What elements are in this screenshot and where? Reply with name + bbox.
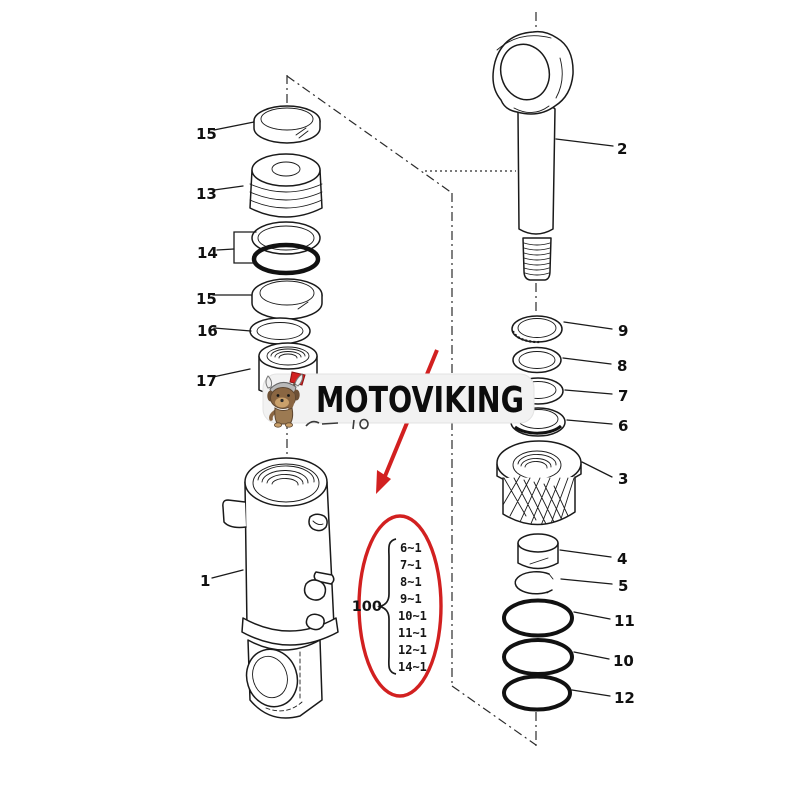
part-piston — [249, 153, 323, 218]
kit-brace — [377, 538, 397, 675]
part-ring-8 — [512, 346, 562, 374]
diagonal-guide-line — [286, 75, 453, 194]
callout-label-9: 9 — [618, 322, 628, 340]
callout-leader-lines — [211, 121, 614, 697]
flange-band — [241, 617, 339, 646]
watermark-brand-text: MOTOVIKING — [316, 380, 524, 421]
callout-label-7: 7 — [618, 387, 628, 405]
callout-label-13: 13 — [196, 185, 217, 203]
right-parts-stack — [492, 30, 582, 712]
kit-item: 7~1 — [400, 558, 422, 572]
part-gland-nut — [496, 440, 582, 526]
port-boss-3 — [305, 613, 325, 631]
port-boss-1 — [308, 513, 328, 532]
part-oring-12 — [502, 674, 572, 712]
callout-labels: 15 13 14 15 16 17 1 2 9 8 7 6 3 4 5 11 1… — [196, 125, 635, 707]
kit-item: 8~1 — [400, 575, 422, 589]
kit-items-list: 6~1 7~1 8~1 9~1 10~1 11~1 12~1 14~1 — [398, 541, 427, 674]
part-wiper-ring-top — [253, 105, 321, 144]
callout-label-5: 5 — [618, 577, 628, 595]
callout-label-3: 3 — [618, 470, 628, 488]
part-piston-rod — [492, 30, 574, 281]
diagonal-guide-line-bottom — [451, 685, 537, 746]
kit-item: 10~1 — [398, 609, 427, 623]
callout-label-8: 8 — [617, 357, 627, 375]
mount-bracket — [222, 499, 247, 529]
watermark: MOTOVIKING — [262, 371, 535, 428]
callout-label-12: 12 — [614, 689, 635, 707]
callout-label-6: 6 — [618, 417, 628, 435]
callout-label-2: 2 — [617, 140, 627, 158]
kit-item: 14~1 — [398, 660, 427, 674]
motoviking-mascot-icon — [265, 371, 306, 428]
part-piston-seal-set — [233, 221, 321, 276]
callout-label-17: 17 — [196, 372, 217, 390]
part-wiper-ring-second — [251, 278, 323, 320]
kit-item: 11~1 — [398, 626, 427, 640]
callout-label-10: 10 — [613, 652, 634, 670]
callout-label-15-top: 15 — [196, 125, 217, 143]
kit-item: 6~1 — [400, 541, 422, 555]
part-snap-ring — [514, 571, 554, 595]
part-bushing — [517, 533, 559, 570]
kit-item: 9~1 — [400, 592, 422, 606]
callout-label-11: 11 — [614, 612, 635, 630]
seal-kit-highlight: 100 6~1 7~1 8~1 9~1 10~1 11~1 12~1 14~1 — [352, 514, 443, 698]
kit-quantity-label: 100 — [352, 599, 382, 615]
part-ring-9 — [511, 315, 563, 344]
highlight-ellipse — [357, 514, 443, 698]
callout-label-16: 16 — [197, 322, 218, 340]
part-oring-10 — [502, 638, 574, 676]
bracket — [233, 231, 257, 264]
kit-item: 12~1 — [398, 643, 427, 657]
part-oring-11 — [502, 598, 574, 638]
part-oring-16 — [249, 317, 311, 345]
callout-label-1: 1 — [200, 572, 210, 590]
callout-label-14: 14 — [197, 244, 218, 262]
watermark-pill — [262, 373, 535, 424]
arrowhead — [376, 470, 391, 494]
obscured-drawing-remnant — [305, 418, 369, 430]
callout-label-15-second: 15 — [196, 290, 217, 308]
part-cylinder-tube — [222, 457, 339, 719]
knurl-hatch — [503, 475, 575, 525]
port-boss-2 — [303, 579, 327, 601]
callout-label-4: 4 — [617, 550, 627, 568]
